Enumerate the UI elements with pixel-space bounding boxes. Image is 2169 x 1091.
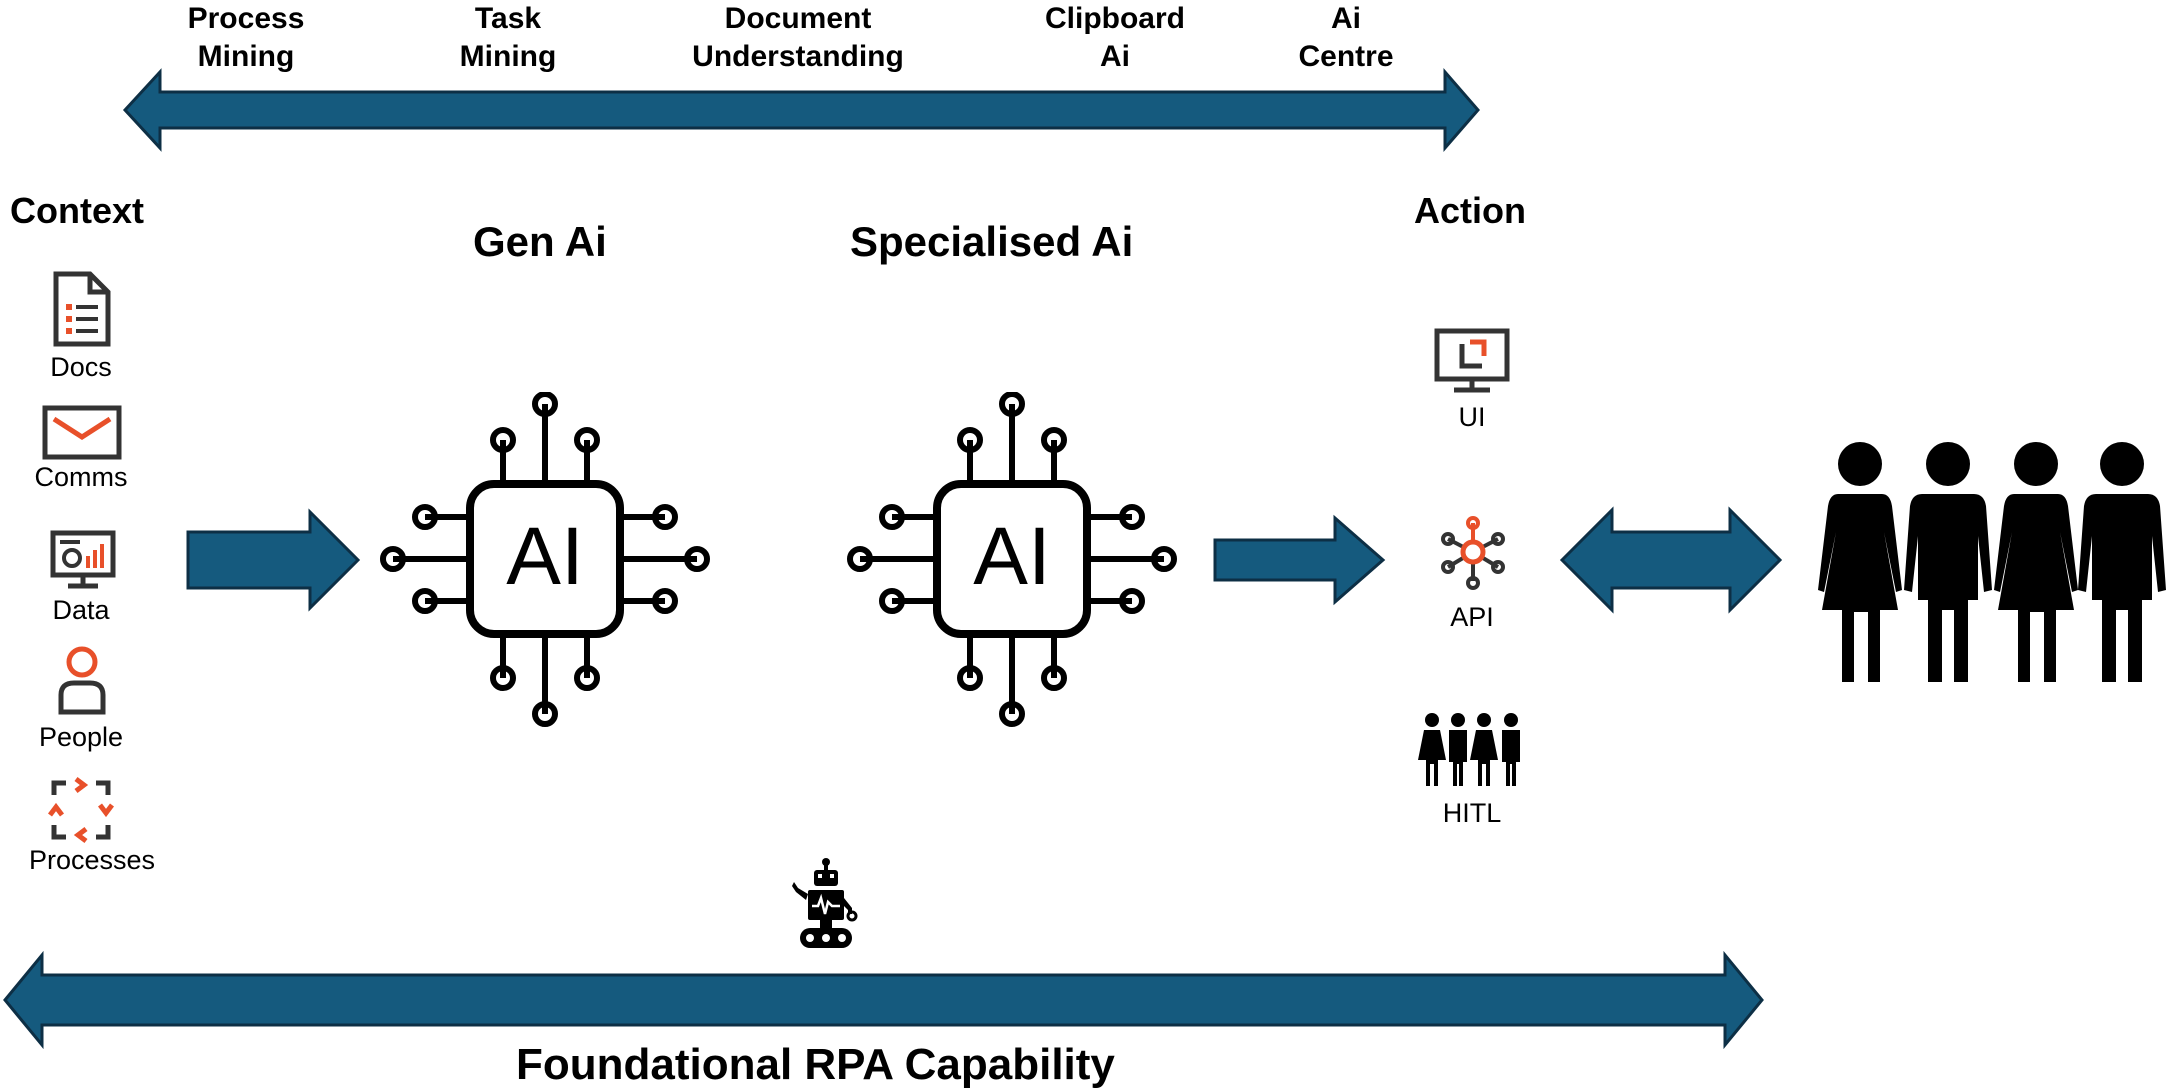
specialised-ai-chip-text: AI: [973, 511, 1050, 602]
capability-task-mining: Task Mining: [459, 2, 557, 73]
context-item-people: People: [38, 722, 124, 752]
document-icon: [53, 271, 111, 347]
context-item-data: Data: [52, 595, 110, 625]
capability-document-understanding: Document Understanding: [692, 2, 904, 73]
monitor-chart-icon: [50, 530, 116, 589]
context-item-processes: Processes: [28, 845, 156, 875]
envelope-icon: [42, 405, 122, 460]
foundation-label: Foundational RPA Capability: [516, 1040, 1115, 1089]
action-heading: Action: [1414, 190, 1526, 231]
action-item-hitl: HITL: [1442, 798, 1502, 828]
context-heading: Context: [10, 190, 144, 231]
gen-ai-heading: Gen Ai: [473, 218, 607, 265]
specialised-to-action-arrow: [1213, 514, 1386, 606]
action-item-ui: UI: [1458, 402, 1486, 432]
gen-ai-chip-icon: AI: [380, 392, 710, 727]
bottom-double-arrow: [3, 950, 1764, 1050]
specialised-ai-heading: Specialised Ai: [850, 218, 1134, 265]
gen-ai-chip-text: AI: [506, 511, 583, 602]
action-people-double-arrow: [1559, 506, 1783, 614]
person-icon: [58, 646, 106, 715]
context-item-comms: Comms: [34, 462, 128, 492]
specialised-ai-chip-icon: AI: [847, 392, 1177, 727]
process-arrows-icon: [48, 777, 114, 843]
monitor-ui-icon: [1434, 328, 1510, 393]
context-to-genai-arrow: [186, 508, 361, 612]
large-people-group-icon: [1818, 442, 2166, 682]
top-double-arrow: [122, 67, 1480, 153]
capability-clipboard-ai: Clipboard Ai: [1045, 2, 1185, 73]
action-item-api: API: [1450, 602, 1494, 632]
people-group-icon: [1418, 713, 1520, 786]
capability-ai-centre: Ai Centre: [1298, 2, 1394, 73]
api-network-icon: [1441, 516, 1505, 590]
robot-icon: [792, 858, 858, 948]
capability-process-mining: Process Mining: [187, 2, 305, 73]
context-item-docs: Docs: [50, 352, 112, 382]
